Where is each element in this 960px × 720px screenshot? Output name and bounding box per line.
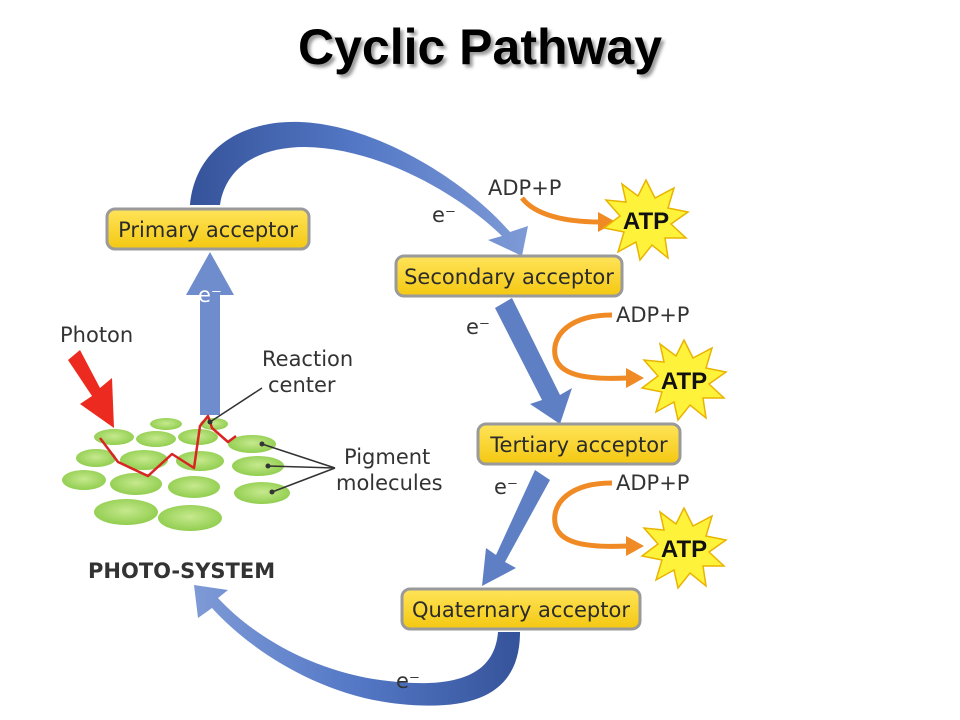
tertiary-acceptor-label: Tertiary acceptor [489, 433, 668, 457]
pigment-molecule [176, 451, 224, 471]
pigment-dot-1 [259, 441, 265, 447]
atp-star-2: ATP [640, 338, 728, 422]
adp-label-2: ADP+P [616, 303, 689, 327]
pigment-molecule [120, 450, 168, 470]
quaternary-acceptor-box: Quaternary acceptor [400, 587, 642, 631]
adp-arrow-1-head [598, 212, 616, 232]
pigment-molecule [228, 435, 276, 453]
atp-star-1: ATP [602, 178, 690, 262]
pigment-molecule [62, 470, 106, 490]
page-title: Cyclic Pathway [297, 19, 663, 75]
photon-label: Photon [60, 323, 133, 347]
atp-label-1: ATP [623, 208, 669, 235]
secondary-acceptor-box: Secondary acceptor [394, 254, 624, 298]
electron-label-secondary: e⁻ [466, 315, 490, 339]
atp-star-3: ATP [640, 506, 728, 590]
tertiary-acceptor-box: Tertiary acceptor [476, 422, 682, 466]
primary-acceptor-box: Primary acceptor [105, 207, 311, 251]
electron-arrow-tertiary-quaternary [482, 470, 550, 586]
electron-label-bottom: e⁻ [396, 669, 420, 693]
photosystem-pigments [62, 418, 290, 531]
pigment-dot-3 [269, 489, 275, 495]
electron-arc-bottom [194, 585, 520, 706]
photon-arrow [68, 350, 114, 428]
pigment-pointer-2 [267, 465, 336, 469]
electron-arrow-up [186, 252, 234, 415]
pigment-molecule [200, 418, 228, 430]
reaction-center-label-2: center [268, 373, 336, 397]
reaction-center-dot [207, 419, 213, 425]
pigment-molecule [76, 449, 116, 467]
primary-acceptor-label: Primary acceptor [118, 218, 298, 242]
adp-arrow-2-head [626, 368, 644, 388]
reaction-center-path [99, 414, 237, 478]
pigment-molecule [150, 418, 182, 430]
pigment-molecule [234, 482, 290, 504]
adp-label-3: ADP+P [616, 471, 689, 495]
pigment-molecule [158, 505, 222, 531]
secondary-acceptor-label: Secondary acceptor [404, 265, 614, 289]
photosystem-label: PHOTO-SYSTEM [88, 559, 275, 583]
pigment-molecule [232, 456, 284, 476]
adp-arrow-3-head [626, 536, 644, 556]
atp-label-3: ATP [661, 536, 707, 563]
atp-label-2: ATP [661, 368, 707, 395]
pigment-molecule [168, 476, 220, 498]
pigment-molecule [94, 499, 158, 525]
adp-label-1: ADP+P [488, 176, 561, 200]
electron-label-tertiary: e⁻ [494, 475, 518, 499]
pigment-pointer-3 [271, 467, 336, 493]
adp-arrow-3 [552, 480, 629, 549]
pigment-molecule [136, 431, 176, 447]
quaternary-acceptor-label: Quaternary acceptor [412, 598, 630, 622]
electron-label-top: e⁻ [432, 203, 456, 227]
pigment-pointer-1 [261, 443, 336, 469]
pigment-molecule [110, 473, 162, 495]
electron-arrow-secondary-tertiary [495, 298, 572, 424]
adp-arrow-1 [520, 196, 601, 225]
reaction-center-label-1: Reaction [262, 347, 353, 371]
electron-label-up: e⁻ [198, 283, 222, 307]
pigment-molecule [94, 429, 134, 445]
adp-arrow-2 [552, 312, 629, 381]
electron-arc-top [190, 121, 528, 256]
pigment-dot-2 [265, 463, 271, 469]
pigment-molecules-label-1: Pigment [344, 445, 430, 469]
reaction-center-pointer [209, 387, 263, 423]
pigment-molecules-label-2: molecules [336, 471, 443, 495]
